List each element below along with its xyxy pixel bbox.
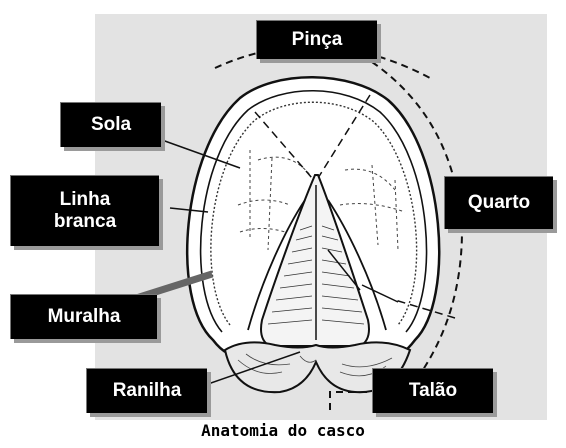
label-linha-branca-line1: Linha	[60, 189, 111, 211]
label-linha-branca: Linha branca	[10, 175, 159, 246]
diagram-caption: Anatomia do casco	[0, 421, 566, 440]
label-linha-branca-line2: branca	[54, 211, 116, 233]
label-quarto-text: Quarto	[468, 192, 530, 214]
label-muralha-text: Muralha	[48, 306, 121, 328]
label-talao-text: Talão	[409, 380, 457, 402]
label-pinca-text: Pinça	[292, 29, 343, 51]
label-pinca: Pinça	[256, 20, 377, 59]
label-talao: Talão	[372, 368, 493, 413]
label-ranilha-text: Ranilha	[113, 380, 182, 402]
label-sola: Sola	[60, 102, 161, 147]
label-muralha: Muralha	[10, 294, 157, 339]
label-ranilha: Ranilha	[86, 368, 207, 413]
label-quarto: Quarto	[444, 176, 553, 229]
label-sola-text: Sola	[91, 114, 131, 136]
